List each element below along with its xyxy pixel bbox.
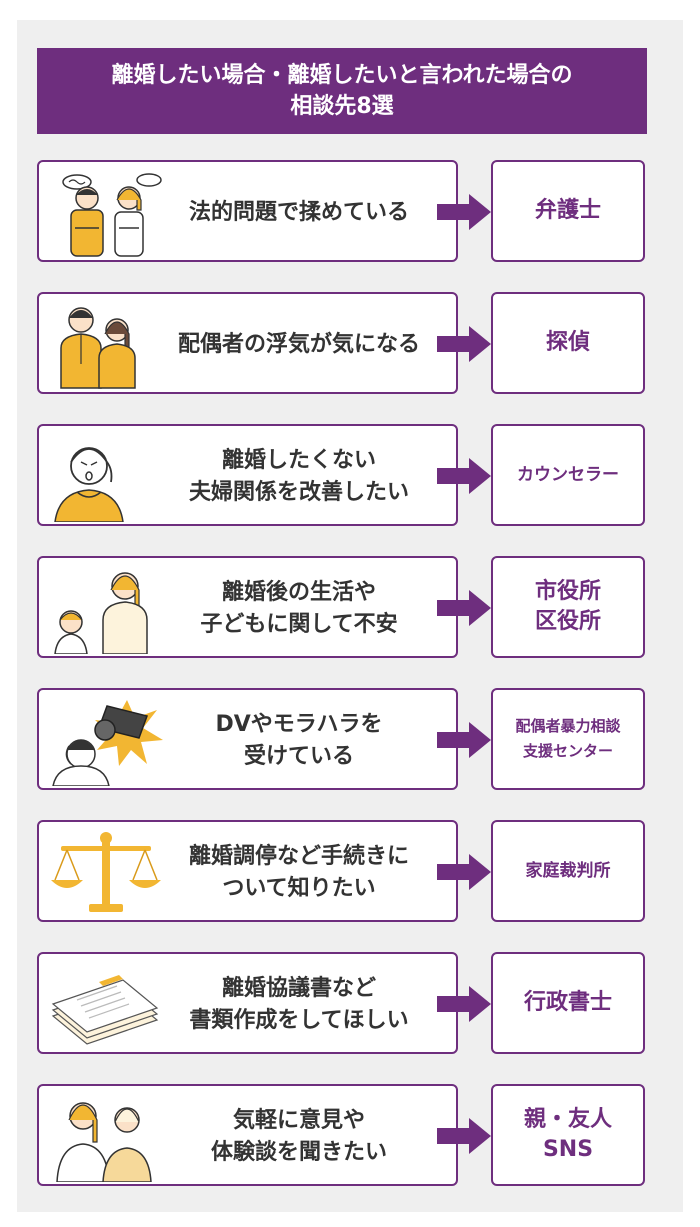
situation-line: 離婚協議書など (221, 976, 376, 1001)
consult-destination-box: 行政書士 (491, 952, 645, 1054)
title-line-2: 相談先8選 (290, 94, 394, 119)
situation-line: 書類作成をしてほしい (189, 1008, 409, 1033)
situation-line: 夫婦関係を改善したい (188, 480, 409, 505)
situation-line: 法的問題で揉めている (188, 200, 409, 225)
situation-line: 気軽に意見や (232, 1108, 365, 1133)
arrow-right-icon (437, 986, 491, 1022)
consult-destination-box: 配偶者暴力相談 支援センター (491, 688, 645, 790)
situation-line: 受けている (243, 744, 354, 769)
consult-destination-box: 市役所 区役所 (491, 556, 645, 658)
domestic-violence-illustration (52, 700, 163, 786)
situation-line: 配偶者の浮気が気になる (177, 332, 420, 357)
consult-row: 離婚したくない 夫婦関係を改善したい カウンセラー (37, 424, 647, 530)
page-title: 離婚したい場合・離婚したいと言われた場合の 相談先8選 (37, 48, 647, 134)
consult-destination-box: 弁護士 (491, 160, 645, 262)
consult-row: 気軽に意見や 体験談を聞きたい 親・友人 SNS (37, 1084, 647, 1190)
consult-destination-box: 探偵 (491, 292, 645, 394)
situation-text: 離婚後の生活や 子どもに関して不安 (154, 558, 444, 660)
documents-illustration (51, 975, 159, 1045)
situation-line: 離婚したくない (221, 448, 376, 473)
situation-text: 法的問題で揉めている (154, 162, 444, 264)
mother-child-illustration (54, 572, 148, 654)
situation-box: 気軽に意見や 体験談を聞きたい (37, 1084, 458, 1186)
consult-row: 離婚協議書など 書類作成をしてほしい 行政書士 (37, 952, 647, 1058)
title-line-1: 離婚したい場合・離婚したいと言われた場合の (111, 63, 573, 88)
situation-text: 配偶者の浮気が気になる (154, 294, 444, 396)
situation-line: DVやモラハラを (215, 712, 383, 737)
arrow-right-icon (437, 194, 491, 230)
situation-text: 気軽に意見や 体験談を聞きたい (154, 1086, 444, 1188)
arguing-couple-illustration (62, 173, 162, 257)
arrow-right-icon (437, 1118, 491, 1154)
consult-row: 離婚調停など手続きに ついて知りたい 家庭裁判所 (37, 820, 647, 926)
situation-line: 離婚後の生活や (221, 580, 376, 605)
consult-row: DVやモラハラを 受けている 配偶者暴力相談 支援センター (37, 688, 647, 794)
arrow-right-icon (437, 458, 491, 494)
consult-destination-label: 配偶者暴力相談 (515, 717, 621, 735)
consult-destination-label: 親・友人 (523, 1107, 612, 1132)
arrow-right-icon (437, 854, 491, 890)
consult-destination-label: 区役所 (534, 609, 601, 634)
situation-text: 離婚調停など手続きに ついて知りたい (154, 822, 444, 924)
consult-destination-label: カウンセラー (517, 465, 619, 485)
consult-destination-label: 弁護士 (534, 198, 601, 223)
situation-box: 配偶者の浮気が気になる (37, 292, 458, 394)
situation-box: 離婚後の生活や 子どもに関して不安 (37, 556, 458, 658)
situation-line: 体験談を聞きたい (210, 1140, 387, 1165)
arrow-right-icon (437, 326, 491, 362)
consult-destination-label: 探偵 (545, 330, 590, 355)
consult-row: 法的問題で揉めている 弁護士 (37, 160, 647, 266)
situation-line: ついて知りたい (222, 876, 376, 901)
situation-box: 離婚調停など手続きに ついて知りたい (37, 820, 458, 922)
situation-box: DVやモラハラを 受けている (37, 688, 458, 790)
situation-text: 離婚したくない 夫婦関係を改善したい (154, 426, 444, 528)
consult-destination-label: SNS (542, 1137, 594, 1162)
worried-woman-illustration (54, 447, 124, 522)
consult-destination-box: カウンセラー (491, 424, 645, 526)
consult-destination-box: 親・友人 SNS (491, 1084, 645, 1186)
friends-illustration (56, 1102, 152, 1182)
arrow-right-icon (437, 722, 491, 758)
consult-row: 離婚後の生活や 子どもに関して不安 市役所 区役所 (37, 556, 647, 662)
situation-line: 離婚調停など手続きに (188, 844, 409, 869)
consult-destination-label: 市役所 (534, 579, 601, 604)
situation-text: DVやモラハラを 受けている (154, 690, 444, 792)
couple-illustration (60, 307, 136, 389)
consult-destination-label: 支援センター (522, 742, 613, 760)
consult-destination-label: 家庭裁判所 (525, 861, 611, 881)
situation-box: 法的問題で揉めている (37, 160, 458, 262)
arrow-right-icon (437, 590, 491, 626)
consult-row: 配偶者の浮気が気になる 探偵 (37, 292, 647, 398)
consult-destination-box: 家庭裁判所 (491, 820, 645, 922)
situation-text: 離婚協議書など 書類作成をしてほしい (154, 954, 444, 1056)
consult-destination-label: 行政書士 (523, 990, 612, 1015)
scales-illustration (51, 832, 161, 912)
situation-box: 離婚したくない 夫婦関係を改善したい (37, 424, 458, 526)
situation-line: 子どもに関して不安 (200, 612, 398, 637)
situation-box: 離婚協議書など 書類作成をしてほしい (37, 952, 458, 1054)
